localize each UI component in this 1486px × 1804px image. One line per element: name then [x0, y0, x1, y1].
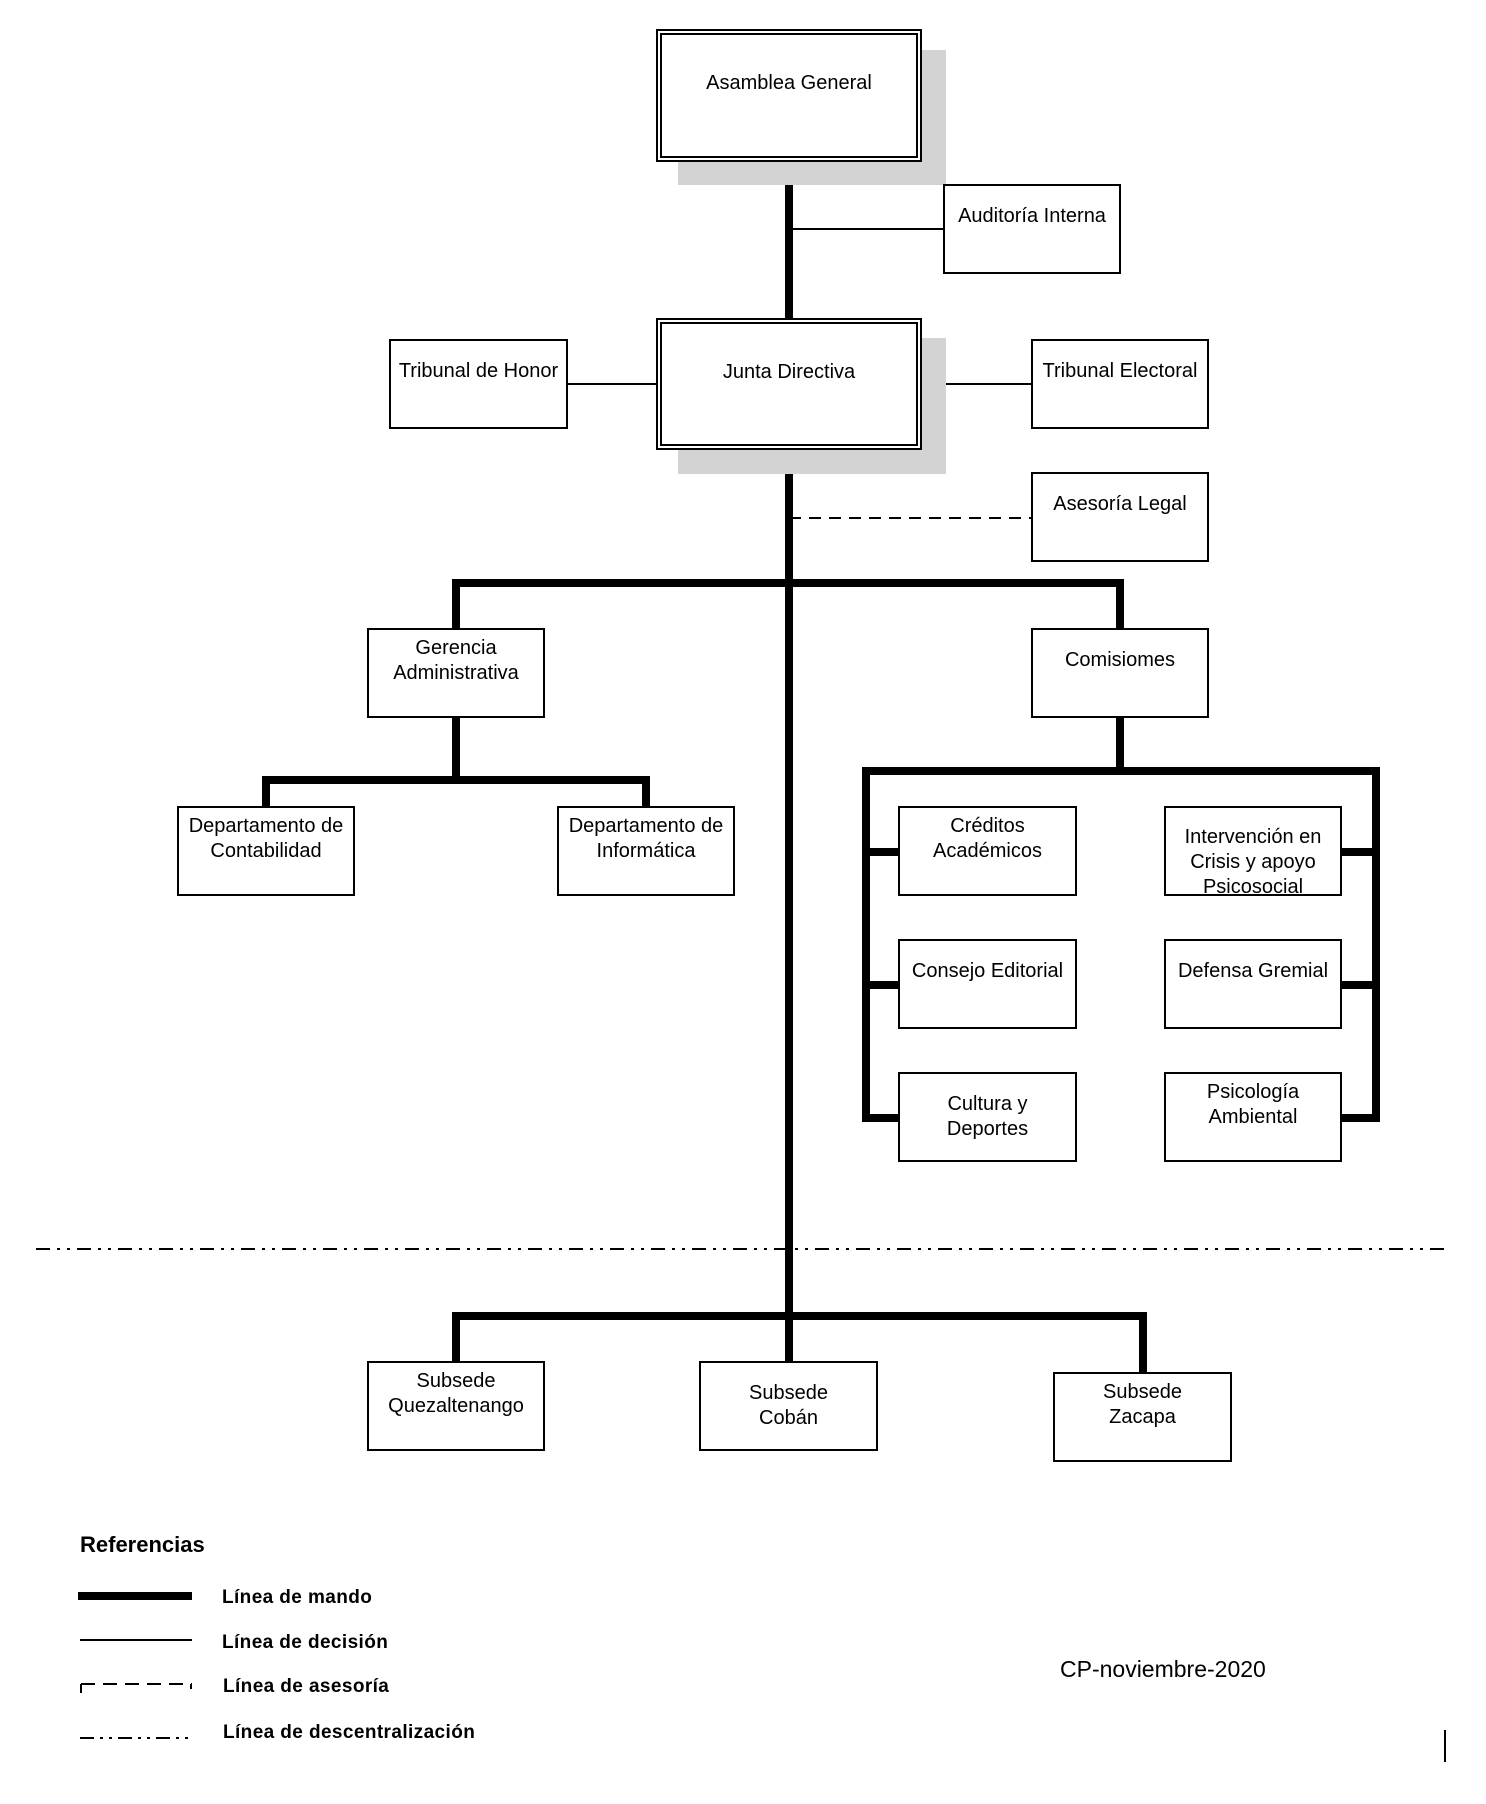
node-subsede-zacapa: Subsede Zacapa	[1053, 1372, 1232, 1462]
node-junta-directiva: Junta Directiva	[656, 318, 922, 450]
command-lines	[262, 158, 1380, 1375]
node-psicologia-ambiental: Psicología Ambiental	[1164, 1072, 1342, 1162]
line-comisiones-right	[1120, 767, 1380, 1122]
decision-lines	[568, 228, 1033, 385]
line-subsedes-branch	[452, 1312, 1147, 1375]
node-depto-informatica: Departamento de Informática	[557, 806, 735, 896]
footer-date: CP-noviembre-2020	[1060, 1656, 1266, 1682]
node-gerencia-administrativa: Gerencia Administrativa	[367, 628, 545, 718]
legend-title: Referencias	[80, 1532, 205, 1557]
node-comisiones: Comisiomes	[1031, 628, 1209, 718]
line-gerencia-informatica	[456, 776, 650, 810]
line-main-branch	[452, 579, 1124, 633]
node-subsede-coban: Subsede Cobán	[699, 1361, 878, 1451]
legend-label-decision: Línea de decisión	[222, 1632, 389, 1653]
legend-sample-dashed	[80, 1683, 192, 1693]
legend-label-mando: Línea de mando	[222, 1587, 373, 1608]
node-tribunal-honor: Tribunal de Honor	[389, 339, 568, 429]
node-defensa-gremial: Defensa Gremial	[1164, 939, 1342, 1029]
line-gerencia-departments	[262, 716, 460, 810]
node-consejo-editorial: Consejo Editorial	[898, 939, 1077, 1029]
node-creditos-academicos: Créditos Académicos	[898, 806, 1077, 896]
legend-label-asesoria: Línea de asesoría	[223, 1676, 390, 1697]
node-depto-contabilidad: Departamento de Contabilidad	[177, 806, 355, 896]
node-tribunal-electoral: Tribunal Electoral	[1031, 339, 1209, 429]
node-auditoria-interna: Auditoría Interna	[943, 184, 1121, 274]
page-edge-mark	[1444, 1730, 1446, 1762]
legend-label-descentralizacion: Línea de descentralización	[223, 1722, 476, 1743]
node-subsede-quetzaltenango: Subsede Quezaltenango	[367, 1361, 545, 1451]
node-cultura-deportes: Cultura y Deportes	[898, 1072, 1077, 1162]
node-asamblea-general: Asamblea General	[656, 29, 922, 162]
node-asesoria-legal: Asesoría Legal	[1031, 472, 1209, 562]
node-intervencion-crisis: Intervención en Crisis y apoyo Psicosoci…	[1164, 806, 1342, 896]
line-comisiones-branch	[862, 716, 1124, 1122]
